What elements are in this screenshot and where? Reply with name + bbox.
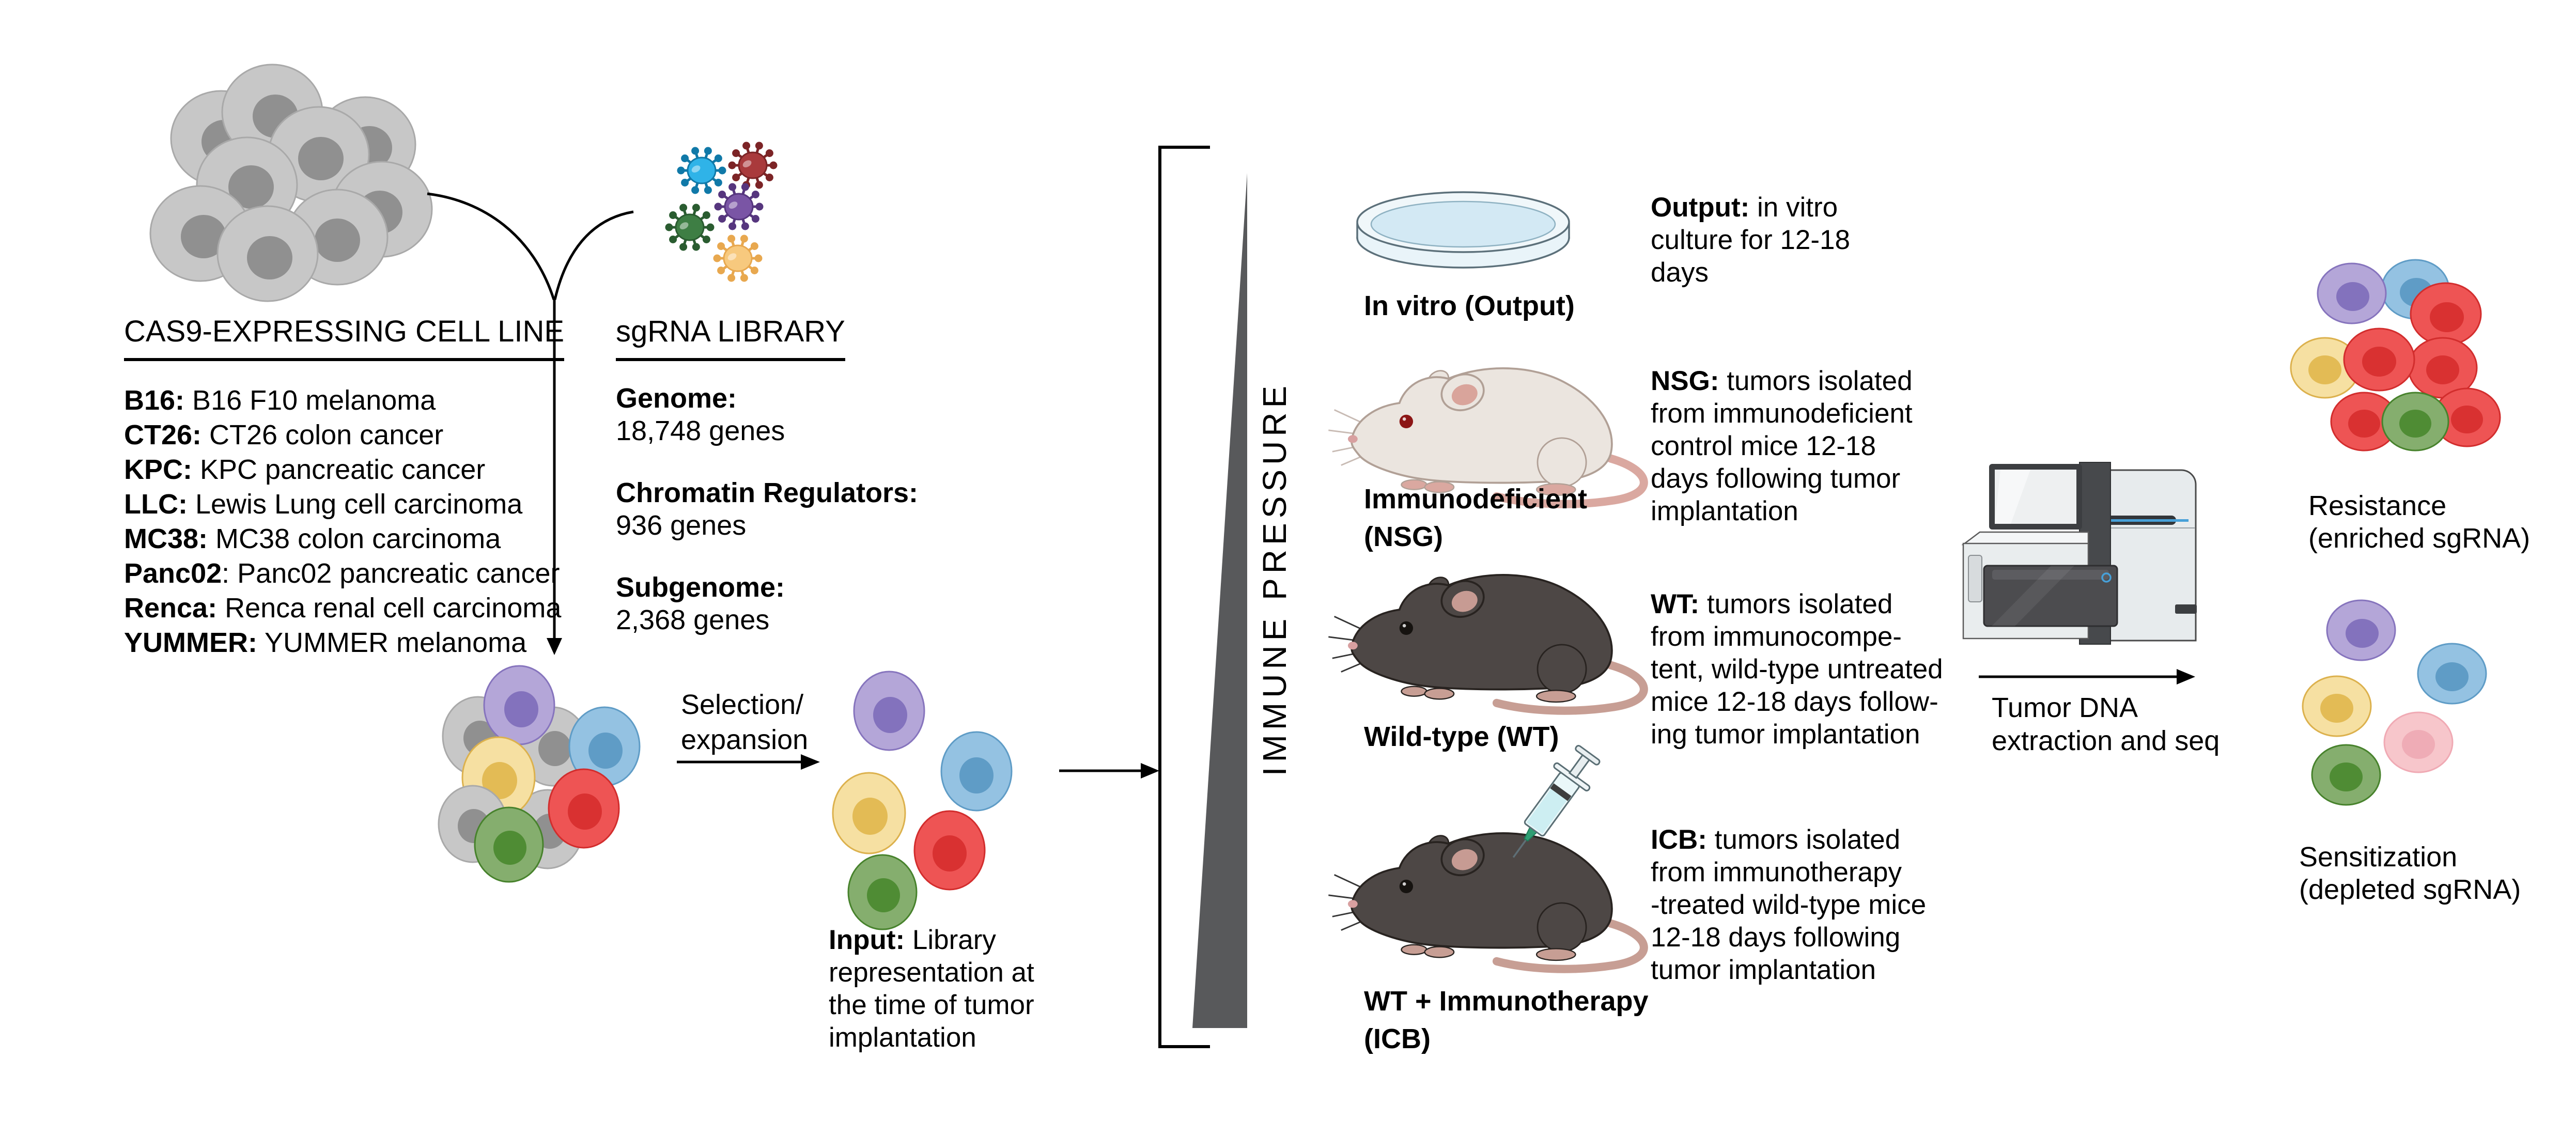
resistance-caption: Resistance (enriched sgRNA) [2308,490,2531,554]
selection-arrow [677,754,820,770]
selection-expansion-label: Selection/ expansion [681,689,809,755]
caption-nsg: NSG: tumors isolated from immunodeficien… [1651,366,1913,526]
caption-icb: ICB: tumors isolated from immunotherapy … [1651,824,1927,985]
arrowhead-right [1141,763,1159,779]
condition-bracket [1158,146,1210,1048]
transduced-cell-cluster-icon [438,665,641,883]
input-cell-cluster-icon [832,671,1013,930]
immune-pressure-label: IMMUNE PRESSURE [1256,381,1293,776]
sequencing-caption: Tumor DNA extraction and seq [1992,692,2220,756]
lentivirus-icons [661,129,801,300]
input-caption: Input: Library representation at the tim… [829,925,1034,1053]
list-item: KPC: KPC pancreatic cancer [124,454,486,485]
sgrna-library-heading: sgRNA LIBRARY [616,314,845,361]
syringe-icon [1512,744,1601,858]
virus-purple-icon [716,184,762,229]
cas9-cell-cluster-icon [149,64,433,302]
virus-blue-icon [678,148,725,193]
list-item: MC38: MC38 colon carcinoma [124,523,501,554]
wild-type-mouse-icon [1328,573,1644,711]
caption-output: Output: in vitro culture for 12-18 days [1651,192,1850,288]
list-item: LLC: Lewis Lung cell carcinoma [124,489,523,520]
virus-yellow-icon [715,236,761,281]
library-entry: Chromatin Regulators: 936 genes [616,477,919,541]
library-entry: Genome: 18,748 genes [616,383,785,446]
cell-line-heading: CAS9-EXPRESSING CELL LINE [124,314,565,361]
condition-label-wt: Wild-type (WT) [1364,721,1559,752]
dna-sequencer-icon [1961,462,2197,645]
list-item: CT26: CT26 colon cancer [124,419,444,450]
merge-funnel-arrow [427,192,634,655]
sensitization-cell-cluster-icon [2302,599,2487,806]
arrowhead-down [547,638,562,655]
implantation-arrow [1059,763,1159,779]
list-item: YUMMER: YUMMER melanoma [124,627,527,658]
immune-pressure-gradient-icon [1192,173,1247,1028]
arrowhead-right [2177,669,2195,684]
resistance-cell-cluster-icon [2290,259,2501,452]
condition-label-icb: WT + Immunotherapy (ICB) [1364,986,1649,1054]
library-entry: Subgenome: 2,368 genes [616,572,785,635]
sgrna-library-entries: Genome: 18,748 genes Chromatin Regulator… [616,382,918,666]
condition-label-invitro: In vitro (Output) [1364,290,1575,321]
arrowhead-right [801,754,820,770]
sensitization-caption: Sensitization (depleted sgRNA) [2299,842,2521,905]
list-item: Renca: Renca renal cell carcinoma [124,593,562,624]
list-item: B16: B16 F10 melanoma [124,385,436,416]
virus-darkred-icon [730,143,776,188]
sequencing-arrow [1979,669,2195,684]
cell-line-list: B16: B16 F10 melanoma CT26: CT26 colon c… [124,383,561,660]
condition-label-nsg: Immunodeficient (NSG) [1364,484,1588,552]
list-item: Panc02: Panc02 pancreatic cancer [124,558,560,589]
caption-wt: WT: tumors isolated from immunocompe- te… [1651,589,1943,750]
petri-dish-icon [1356,191,1570,269]
